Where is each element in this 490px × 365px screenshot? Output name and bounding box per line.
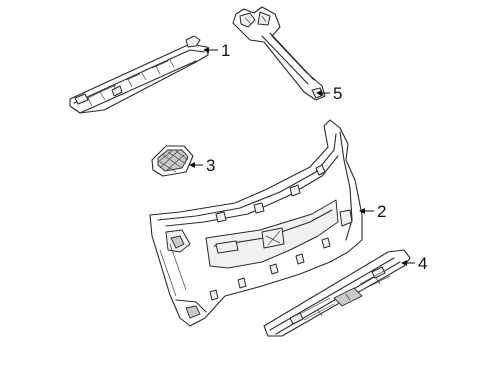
callout-2: 2 [377,202,386,221]
callout-4: 4 [418,254,427,273]
part-2-liftgate-panel [149,119,363,327]
leader-lines [189,47,415,266]
part-1-upper-trim [69,35,209,114]
part-5-strap [232,6,326,101]
callout-3: 3 [206,156,215,175]
part-3-cover [151,145,194,177]
callout-1: 1 [221,41,230,60]
callout-5: 5 [333,84,342,103]
part-4-sill-plate [263,249,411,337]
